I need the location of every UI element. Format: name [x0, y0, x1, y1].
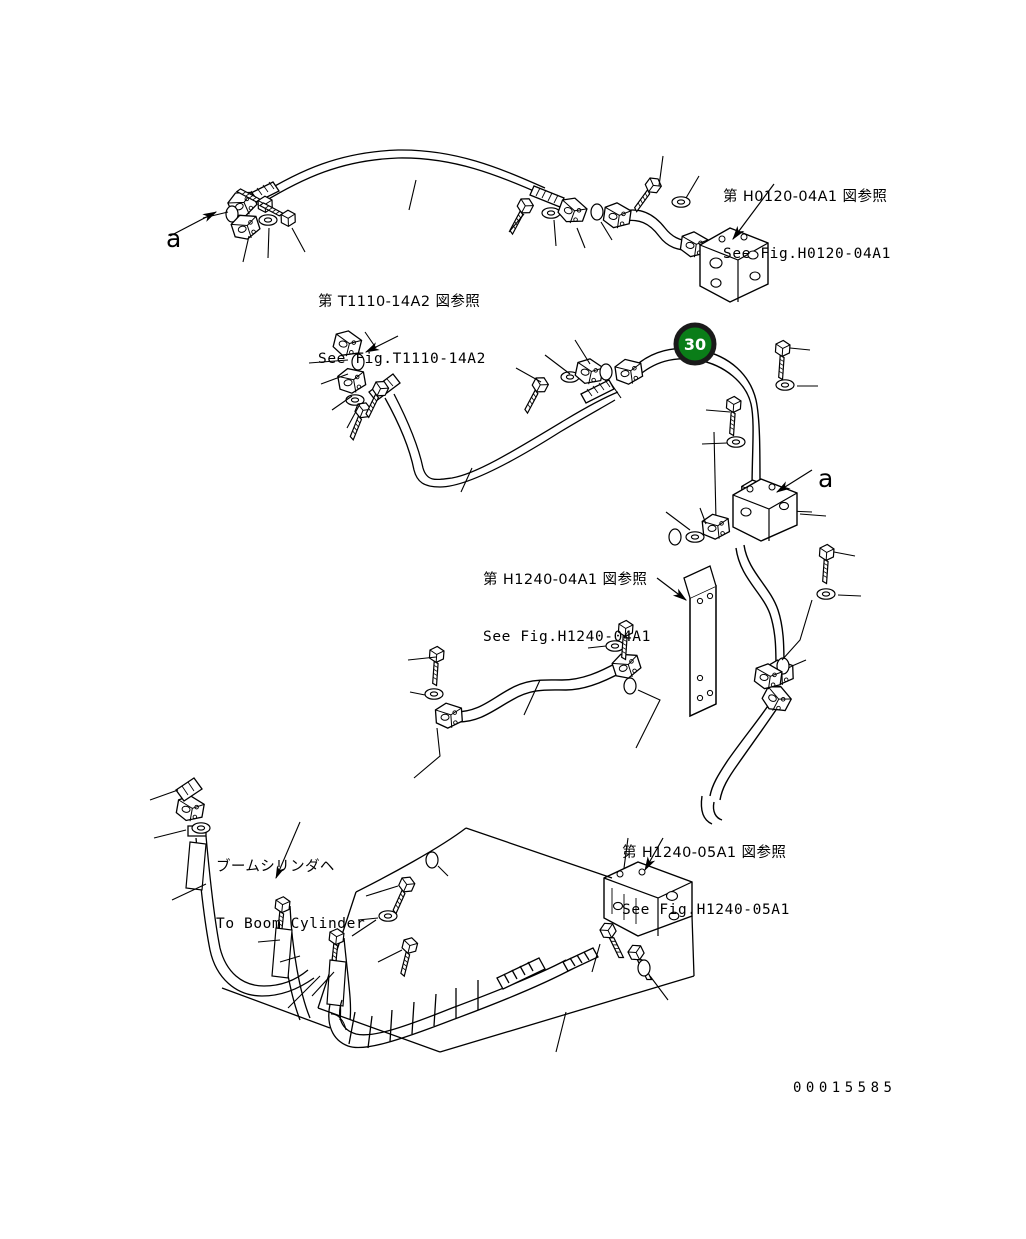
valve-block-upper: [699, 183, 775, 303]
callout-en-text: See Fig.H1240-04A1: [483, 628, 651, 645]
upper-hose-assembly: [244, 149, 565, 208]
callout-en-text: See Fig.T1110-14A2: [318, 350, 486, 367]
bottom-center-fittings: [357, 851, 449, 978]
item-30-highlight[interactable]: 30: [673, 322, 717, 366]
bracket-hardware: [776, 543, 862, 675]
upper-right-hardware: [628, 155, 700, 216]
callout-boom-cylinder: ブームシリンダヘ To Boom Cylinder: [216, 820, 365, 972]
bottom-right-fittings: [555, 661, 784, 1053]
upper-elbow-tube: [601, 200, 710, 260]
section-letter-a-right: a: [818, 464, 834, 493]
corrugated-flex-hose: [328, 947, 599, 1049]
svg-text:30: 30: [684, 335, 706, 354]
section-letter-a-left: a: [166, 224, 182, 253]
callout-jp-text: 第 H1240-04A1 図参照: [483, 572, 648, 589]
callout-h1240-04a1: 第 H1240-04A1 図参照 See Fig.H1240-04A1: [483, 533, 651, 685]
s-shaped-tube: [434, 648, 644, 730]
callout-jp-text: 第 T1110-14A2 図参照: [318, 294, 481, 311]
drawing-number: 00015585: [793, 1080, 897, 1096]
t1110-fitting-cluster: [308, 327, 473, 493]
upper-left-fitting-cluster: [169, 179, 417, 263]
callout-h0120-04a1: 第 H0120-04A1 図参照 See Fig.H0120-04A1: [723, 150, 891, 302]
mid-left-elbow-fitting: [665, 507, 731, 546]
lower-outline-contour: [221, 827, 695, 1053]
callout-en-text: See Fig.H1240-05A1: [622, 901, 790, 918]
t1110-right-hardware: [515, 339, 622, 417]
upper-mid-fitting-cluster: [503, 193, 613, 249]
callout-jp-text: 第 H0120-04A1 図参照: [723, 189, 888, 206]
callout-h1240-05a1: 第 H1240-05A1 図参照 See Fig.H1240-05A1: [622, 806, 790, 958]
lower-right-tube: [700, 680, 795, 825]
boom-cylinder-hose-left: [174, 777, 315, 997]
callout-jp-text: 第 H1240-05A1 図参照: [622, 845, 787, 862]
boom-hose-leaders: [149, 789, 377, 1009]
manifold-block-lower: [603, 837, 693, 937]
callout-en-text: See Fig.H0120-04A1: [723, 245, 891, 262]
item-30-tube: [613, 347, 770, 507]
s-tube-hardware: [407, 619, 661, 779]
mounting-bracket: [656, 565, 717, 718]
callout-en-text: To Boom Cylinder: [216, 915, 366, 932]
callout-t1110-14a2: 第 T1110-14A2 図参照 See Fig.T1110-14A2: [318, 255, 486, 407]
valve-block-mid: [732, 469, 827, 542]
right-drop-tube: [735, 544, 795, 687]
callout-jp-text: ブームシリンダヘ: [216, 859, 335, 876]
